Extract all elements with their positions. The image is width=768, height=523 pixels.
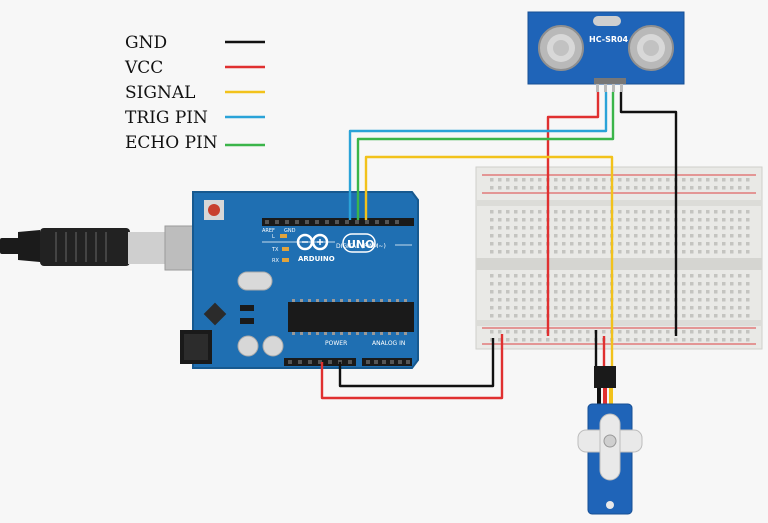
power-label: POWER: [325, 340, 347, 347]
aref-label: AREF: [262, 228, 275, 234]
wire-gnd-sensor: [619, 92, 678, 336]
tx-label: TX: [271, 247, 279, 253]
uno-label: UNO: [347, 238, 375, 251]
power-rail-bottom: [488, 330, 754, 343]
legend-item-trig: TRIG PIN: [125, 108, 265, 128]
wire-arduino-5v: [320, 334, 504, 400]
terminal-strip-top: [488, 208, 754, 256]
crystal: [237, 271, 273, 291]
terminal-strip-bottom: [488, 272, 754, 320]
arduino-logo: [296, 233, 329, 251]
analog-header: [362, 358, 412, 366]
capacitor: [262, 335, 284, 357]
gnd-label: GND: [284, 228, 296, 234]
wire-arduino-gnd: [338, 338, 495, 388]
breadboard: [475, 166, 763, 350]
sensor-label: HC-SR04: [589, 35, 629, 44]
digital-label: DIGITAL (PWM~): [336, 243, 386, 250]
legend-item-vcc: VCC: [124, 58, 265, 78]
center-channel: [476, 258, 762, 270]
servo-motor: [577, 366, 643, 515]
legend-label: ECHO PIN: [125, 133, 218, 153]
power-rail-top: [488, 178, 754, 191]
reset-button: [208, 204, 220, 216]
arduino-uno: AREF GND DIGITAL (PWM~) L TX RX ARDUINO …: [180, 191, 419, 369]
legend-item-signal: SIGNAL: [125, 83, 265, 103]
atmega-chip: [288, 302, 414, 332]
legend-label: TRIG PIN: [125, 108, 208, 128]
wire-legend: GND VCC SIGNAL TRIG PIN ECHO PIN: [124, 33, 265, 153]
wire-vcc-sensor: [546, 92, 600, 336]
arduino-brand: ARDUINO: [298, 255, 335, 263]
legend-item-gnd: GND: [125, 33, 265, 53]
capacitor: [237, 335, 259, 357]
usb-cable: [0, 225, 196, 271]
hc-sr04-sensor: HC-SR04: [527, 11, 685, 92]
l-label: L: [272, 234, 275, 240]
rx-label: RX: [272, 258, 279, 264]
sensor-crystal: [593, 16, 621, 26]
wires: [320, 92, 678, 400]
legend-item-echo: ECHO PIN: [125, 133, 265, 153]
legend-label: VCC: [124, 58, 163, 78]
wire-echo: [356, 92, 615, 220]
legend-label: SIGNAL: [125, 83, 195, 103]
analog-label: ANALOG IN: [372, 340, 405, 347]
legend-label: GND: [125, 33, 167, 53]
wire-signal: [364, 155, 614, 372]
wire-trig: [348, 92, 608, 220]
servo-connector: [594, 366, 616, 388]
